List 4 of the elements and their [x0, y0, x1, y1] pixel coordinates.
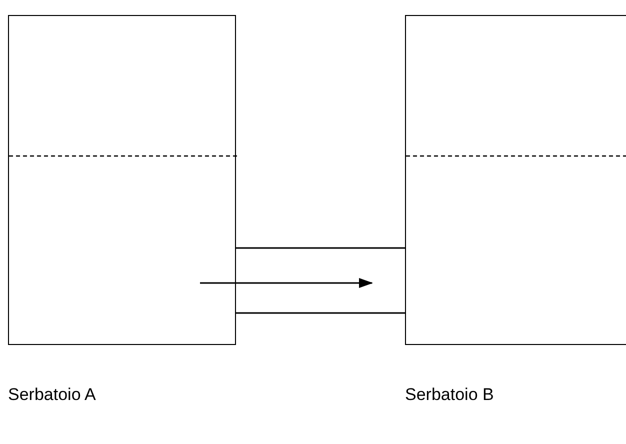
tank-outline	[8, 15, 236, 345]
tank-label: Serbatoio B	[405, 385, 494, 405]
tank-label: Serbatoio A	[8, 385, 96, 405]
tank-outline	[405, 15, 626, 345]
